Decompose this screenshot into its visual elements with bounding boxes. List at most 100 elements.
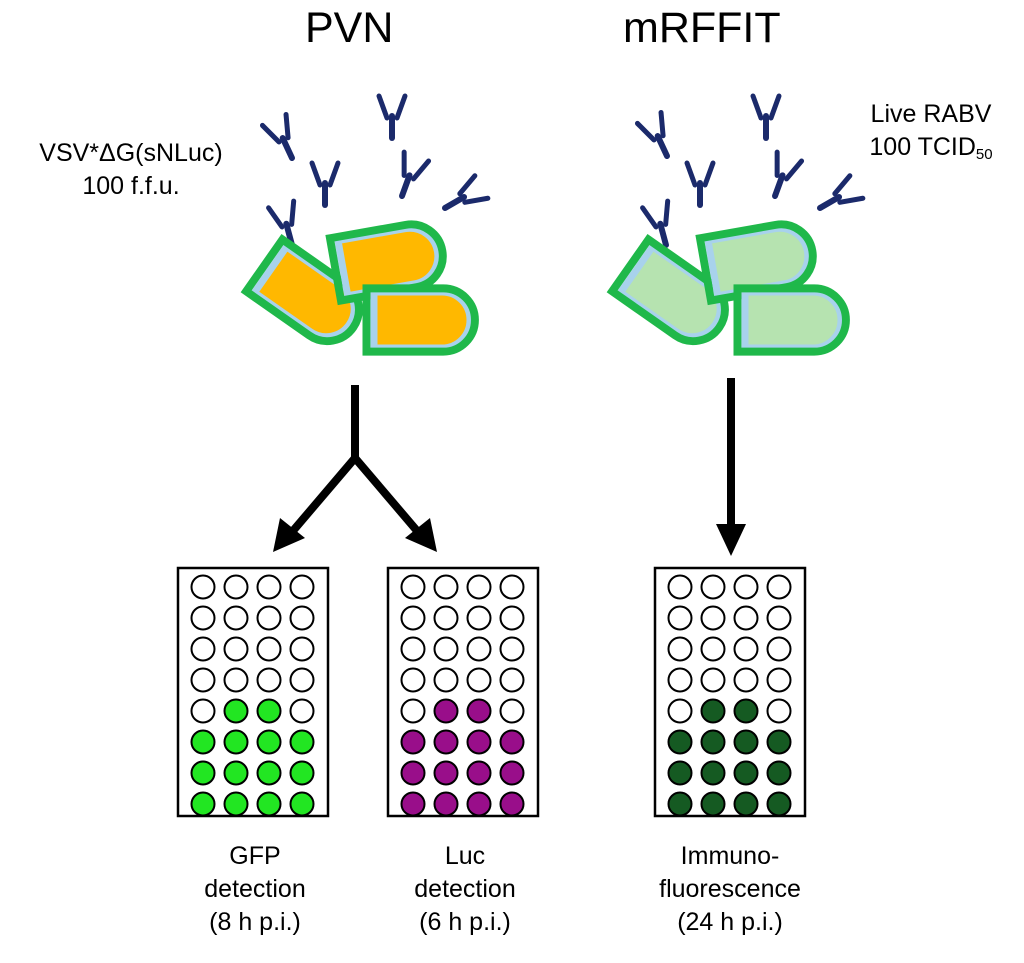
- well-positive: [190, 760, 216, 786]
- well-negative: [190, 667, 216, 693]
- well-positive: [466, 729, 492, 755]
- well-positive: [400, 760, 426, 786]
- well-negative: [190, 698, 216, 724]
- well-negative: [733, 636, 759, 662]
- well-negative: [289, 605, 315, 631]
- well-negative: [700, 636, 726, 662]
- well-negative: [667, 605, 693, 631]
- plates: [176, 566, 807, 818]
- well-positive: [667, 791, 693, 817]
- ifa-plate-caption: Immuno- fluorescence (24 h p.i.): [630, 840, 830, 939]
- well-negative: [400, 636, 426, 662]
- arrow-split-pvn: [273, 385, 437, 552]
- pvn-input-line1: VSV*ΔG(sNLuc): [39, 139, 223, 167]
- well-positive: [400, 791, 426, 817]
- well-negative: [667, 574, 693, 600]
- rabv-input-line2: 100 TCID50: [869, 133, 993, 163]
- well-positive: [733, 729, 759, 755]
- well-negative: [700, 667, 726, 693]
- well-negative: [289, 698, 315, 724]
- well-positive: [667, 729, 693, 755]
- well-negative: [499, 698, 525, 724]
- gfp-caption-line1: GFP: [229, 842, 281, 870]
- well-positive: [766, 729, 792, 755]
- well-negative: [733, 605, 759, 631]
- plate-ifa: [653, 566, 807, 818]
- well-negative: [766, 605, 792, 631]
- ifa-caption-line1: Immuno-: [680, 842, 780, 870]
- luc-caption-line2: detection: [414, 875, 516, 903]
- well-negative: [223, 636, 249, 662]
- well-positive: [499, 791, 525, 817]
- well-negative: [466, 636, 492, 662]
- pvn-input-line2: 100 f.f.u.: [82, 172, 180, 200]
- well-positive: [466, 791, 492, 817]
- well-positive: [733, 698, 759, 724]
- well-positive: [400, 729, 426, 755]
- well-negative: [766, 698, 792, 724]
- well-negative: [466, 667, 492, 693]
- well-negative: [766, 574, 792, 600]
- antibody-cluster-pvn: [262, 96, 487, 248]
- well-positive: [499, 729, 525, 755]
- well-negative: [433, 605, 459, 631]
- well-negative: [190, 574, 216, 600]
- well-negative: [466, 574, 492, 600]
- well-negative: [400, 698, 426, 724]
- well-positive: [466, 698, 492, 724]
- well-positive: [466, 760, 492, 786]
- pvn-input-label: VSV*ΔG(sNLuc) 100 f.f.u.: [0, 137, 262, 203]
- well-negative: [223, 574, 249, 600]
- well-positive: [256, 760, 282, 786]
- well-positive: [190, 791, 216, 817]
- rabv-input-label: Live RABV 100 TCID50: [840, 98, 1022, 171]
- well-negative: [499, 667, 525, 693]
- well-negative: [667, 667, 693, 693]
- gfp-caption-line3: (8 h p.i.): [209, 908, 301, 936]
- luc-caption-line1: Luc: [444, 842, 486, 870]
- luc-caption-line3: (6 h p.i.): [419, 908, 511, 936]
- well-positive: [223, 760, 249, 786]
- well-negative: [766, 667, 792, 693]
- well-negative: [700, 605, 726, 631]
- well-positive: [289, 791, 315, 817]
- well-negative: [766, 636, 792, 662]
- well-negative: [400, 574, 426, 600]
- well-negative: [667, 636, 693, 662]
- well-negative: [256, 605, 282, 631]
- plate-gfp: [176, 566, 330, 818]
- rabv-input-line1: Live RABV: [870, 100, 992, 128]
- well-positive: [223, 791, 249, 817]
- well-negative: [499, 574, 525, 600]
- well-positive: [256, 698, 282, 724]
- well-negative: [223, 667, 249, 693]
- well-positive: [700, 729, 726, 755]
- well-negative: [667, 698, 693, 724]
- well-negative: [190, 636, 216, 662]
- well-negative: [499, 605, 525, 631]
- well-negative: [733, 667, 759, 693]
- well-negative: [499, 636, 525, 662]
- well-negative: [223, 605, 249, 631]
- well-negative: [733, 574, 759, 600]
- well-positive: [256, 729, 282, 755]
- well-negative: [400, 667, 426, 693]
- well-negative: [433, 636, 459, 662]
- well-positive: [667, 760, 693, 786]
- well-positive: [766, 791, 792, 817]
- well-negative: [289, 667, 315, 693]
- well-positive: [433, 698, 459, 724]
- well-positive: [433, 791, 459, 817]
- well-positive: [433, 729, 459, 755]
- ifa-caption-line2: fluorescence: [659, 875, 801, 903]
- mrffit-title: mRFFIT: [623, 4, 781, 52]
- well-positive: [223, 729, 249, 755]
- well-positive: [766, 760, 792, 786]
- well-positive: [289, 729, 315, 755]
- well-positive: [289, 760, 315, 786]
- well-negative: [256, 574, 282, 600]
- well-positive: [733, 791, 759, 817]
- luc-plate-caption: Luc detection (6 h p.i.): [380, 840, 550, 939]
- well-positive: [700, 698, 726, 724]
